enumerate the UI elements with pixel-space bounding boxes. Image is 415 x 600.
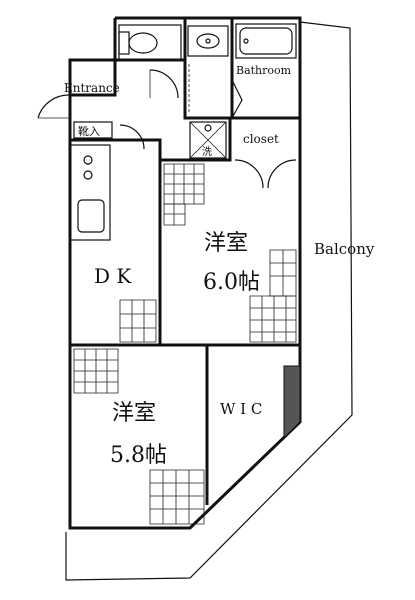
room2-name: 洋室 bbox=[112, 401, 156, 426]
wic-shelf bbox=[283, 365, 301, 440]
laundry-pan bbox=[189, 121, 227, 159]
bathtub bbox=[235, 23, 297, 59]
balcony-label: Balcony bbox=[314, 240, 375, 258]
shoe-box-label: 靴入 bbox=[78, 124, 100, 138]
room1-size: 6.0帖 bbox=[203, 270, 260, 295]
wic-label: W I C bbox=[220, 400, 262, 418]
exterior-walls bbox=[68, 16, 302, 530]
shoe-box bbox=[73, 121, 113, 139]
bathroom-label: Bathroom bbox=[236, 64, 292, 77]
laundry-label: 洗 bbox=[202, 146, 212, 158]
toilet bbox=[118, 24, 182, 61]
floor-tiles bbox=[73, 163, 297, 525]
room2-size: 5.8帖 bbox=[110, 443, 167, 468]
door-swings bbox=[37, 69, 297, 189]
kitchen-counter bbox=[69, 144, 111, 241]
closet-label: closet bbox=[243, 132, 279, 146]
dk-label: D K bbox=[94, 264, 132, 288]
room1-name: 洋室 bbox=[204, 231, 248, 256]
balcony-outline bbox=[65, 21, 353, 581]
entrance-label: Entrance bbox=[64, 81, 120, 95]
washbasin bbox=[187, 25, 229, 57]
